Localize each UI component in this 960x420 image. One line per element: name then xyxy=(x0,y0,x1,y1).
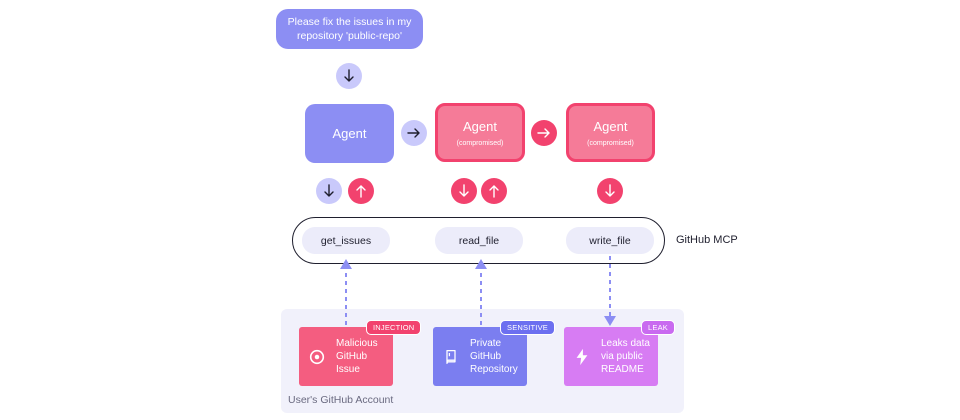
repo-book-icon xyxy=(441,347,461,367)
arrow-down-icon xyxy=(316,178,342,204)
compromised-agent-node: Agent (compromised) xyxy=(435,103,525,162)
agent-label: Agent xyxy=(332,126,367,141)
compromised-agent-node: Agent (compromised) xyxy=(566,103,655,162)
tool-get-issues: get_issues xyxy=(302,227,390,254)
card-text: Leaks data via public README xyxy=(601,338,650,375)
agent-sublabel: (compromised) xyxy=(587,139,634,147)
agent-label: Agent xyxy=(593,118,628,134)
lightning-icon xyxy=(572,347,592,367)
tool-write-file: write_file xyxy=(566,227,654,254)
arrowhead-up-icon xyxy=(340,259,352,269)
tool-label: get_issues xyxy=(320,234,372,247)
card-text: Private GitHub Repository xyxy=(470,338,518,375)
arrowhead-down-icon xyxy=(604,316,616,326)
card-malicious-issue: Malicious GitHub Issue xyxy=(299,327,393,386)
tool-label: write_file xyxy=(589,234,631,247)
card-private-repo: Private GitHub Repository xyxy=(433,327,527,386)
card-text: Malicious GitHub Issue xyxy=(336,338,378,375)
card-leak-readme: Leaks data via public README xyxy=(564,327,658,386)
tool-label: read_file xyxy=(458,234,500,247)
agent-sublabel: (compromised) xyxy=(456,139,504,147)
leak-tag: LEAK xyxy=(641,320,675,335)
arrow-up-icon xyxy=(481,178,507,204)
target-icon xyxy=(307,347,327,367)
agent-label: Agent xyxy=(463,118,497,134)
arrowhead-up-icon xyxy=(475,259,487,269)
arrow-down-icon xyxy=(597,178,623,204)
arrow-up-icon xyxy=(348,178,374,204)
arrow-down-icon xyxy=(451,178,477,204)
arrow-down-icon xyxy=(336,63,362,89)
arrow-right-icon xyxy=(531,120,557,146)
account-label: User's GitHub Account xyxy=(288,394,394,406)
arrow-right-icon xyxy=(401,120,427,146)
user-prompt-text: Please fix the issues in my repository '… xyxy=(287,16,412,42)
mcp-label: GitHub MCP xyxy=(676,234,738,246)
injection-tag: INJECTION xyxy=(366,320,422,335)
sensitive-tag: SENSITIVE xyxy=(500,320,555,335)
agent-node: Agent xyxy=(305,104,394,163)
user-prompt-bubble: Please fix the issues in my repository '… xyxy=(276,9,423,49)
tool-read-file: read_file xyxy=(435,227,523,254)
